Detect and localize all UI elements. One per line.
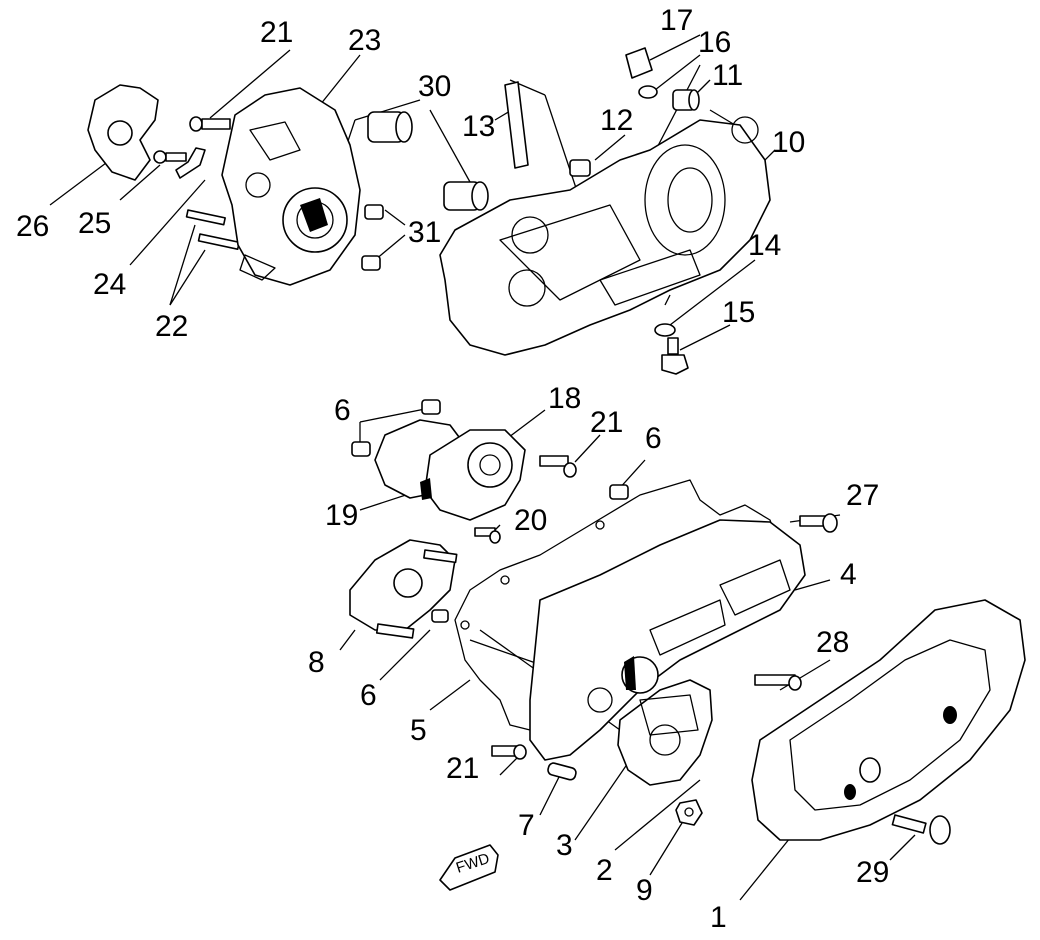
part-12-bolt (569, 159, 591, 177)
callout-27: 27 (846, 479, 879, 512)
callout-14: 14 (748, 229, 781, 262)
part-1-outer-cover (751, 599, 1026, 841)
part-20-bolt (474, 527, 501, 544)
part-27-bolt (799, 513, 838, 533)
callout-22: 22 (155, 310, 188, 343)
callout-1: 1 (710, 901, 727, 934)
part-18-water-pump (420, 429, 526, 521)
part-11-bushing (672, 89, 700, 111)
callout-30: 30 (418, 70, 451, 103)
callout-3: 3 (556, 829, 573, 862)
part-30-dowels (367, 111, 489, 211)
part-16-oring (638, 85, 658, 99)
part-26-plate (87, 84, 159, 181)
part-25-bolt (153, 150, 187, 164)
part-6-dowel-right (609, 484, 629, 500)
part-29-bolt (891, 814, 951, 845)
part-4-transmission-case (529, 519, 806, 761)
callout-8: 8 (308, 646, 325, 679)
part-21-bolt-lower (491, 744, 527, 760)
part-7-pin (547, 762, 577, 781)
callout-18: 18 (548, 382, 581, 415)
part-3-cover (617, 679, 713, 786)
part-22-studs (185, 209, 240, 250)
callout-31: 31 (408, 216, 441, 249)
callout-9: 9 (636, 874, 653, 907)
callout-4: 4 (840, 558, 857, 591)
part-6-dowel-bottom (431, 609, 449, 623)
callout-20: 20 (514, 504, 547, 537)
callout-28: 28 (816, 626, 849, 659)
part-14-washer (654, 323, 676, 337)
part-24-clip (175, 147, 206, 179)
callout-26: 26 (16, 210, 49, 243)
callout-21-mid: 21 (590, 406, 623, 439)
callout-6-mid: 6 (645, 422, 662, 455)
callout-17: 17 (660, 4, 693, 37)
callout-6-bottom: 6 (360, 679, 377, 712)
callout-6-top: 6 (334, 394, 351, 427)
callout-5: 5 (410, 714, 427, 747)
callout-7: 7 (518, 809, 535, 842)
callout-2: 2 (596, 854, 613, 887)
callout-16: 16 (698, 26, 731, 59)
part-21-bolt-upper (189, 116, 231, 132)
part-8-cover (349, 539, 458, 639)
callout-12: 12 (600, 104, 633, 137)
part-28-bolt (754, 674, 802, 691)
part-15-drain-bolt (661, 337, 689, 375)
callout-25: 25 (78, 207, 111, 240)
part-13-pin (504, 81, 529, 169)
part-10-crankcase (439, 116, 771, 356)
callout-21-bottom: 21 (446, 752, 479, 785)
part-6-dowel-top (351, 399, 441, 457)
callout-29: 29 (856, 856, 889, 889)
fwd-tag: FWD (439, 844, 499, 891)
callout-13: 13 (462, 110, 495, 143)
part-17-cap (625, 47, 653, 79)
callout-19: 19 (325, 499, 358, 532)
callout-10: 10 (772, 126, 805, 159)
part-9-nut (675, 799, 703, 826)
callout-24: 24 (93, 268, 126, 301)
callout-11: 11 (712, 59, 743, 92)
part-21-bolt-middle (539, 455, 577, 478)
callout-labels: 1 2 3 4 5 6 6 6 7 8 9 10 11 12 13 14 15 … (16, 4, 889, 934)
part-23-housing (221, 87, 361, 286)
callout-15: 15 (722, 296, 755, 329)
callout-21-top: 21 (260, 16, 293, 49)
part-31-pins (361, 204, 384, 271)
callout-23: 23 (348, 24, 381, 57)
